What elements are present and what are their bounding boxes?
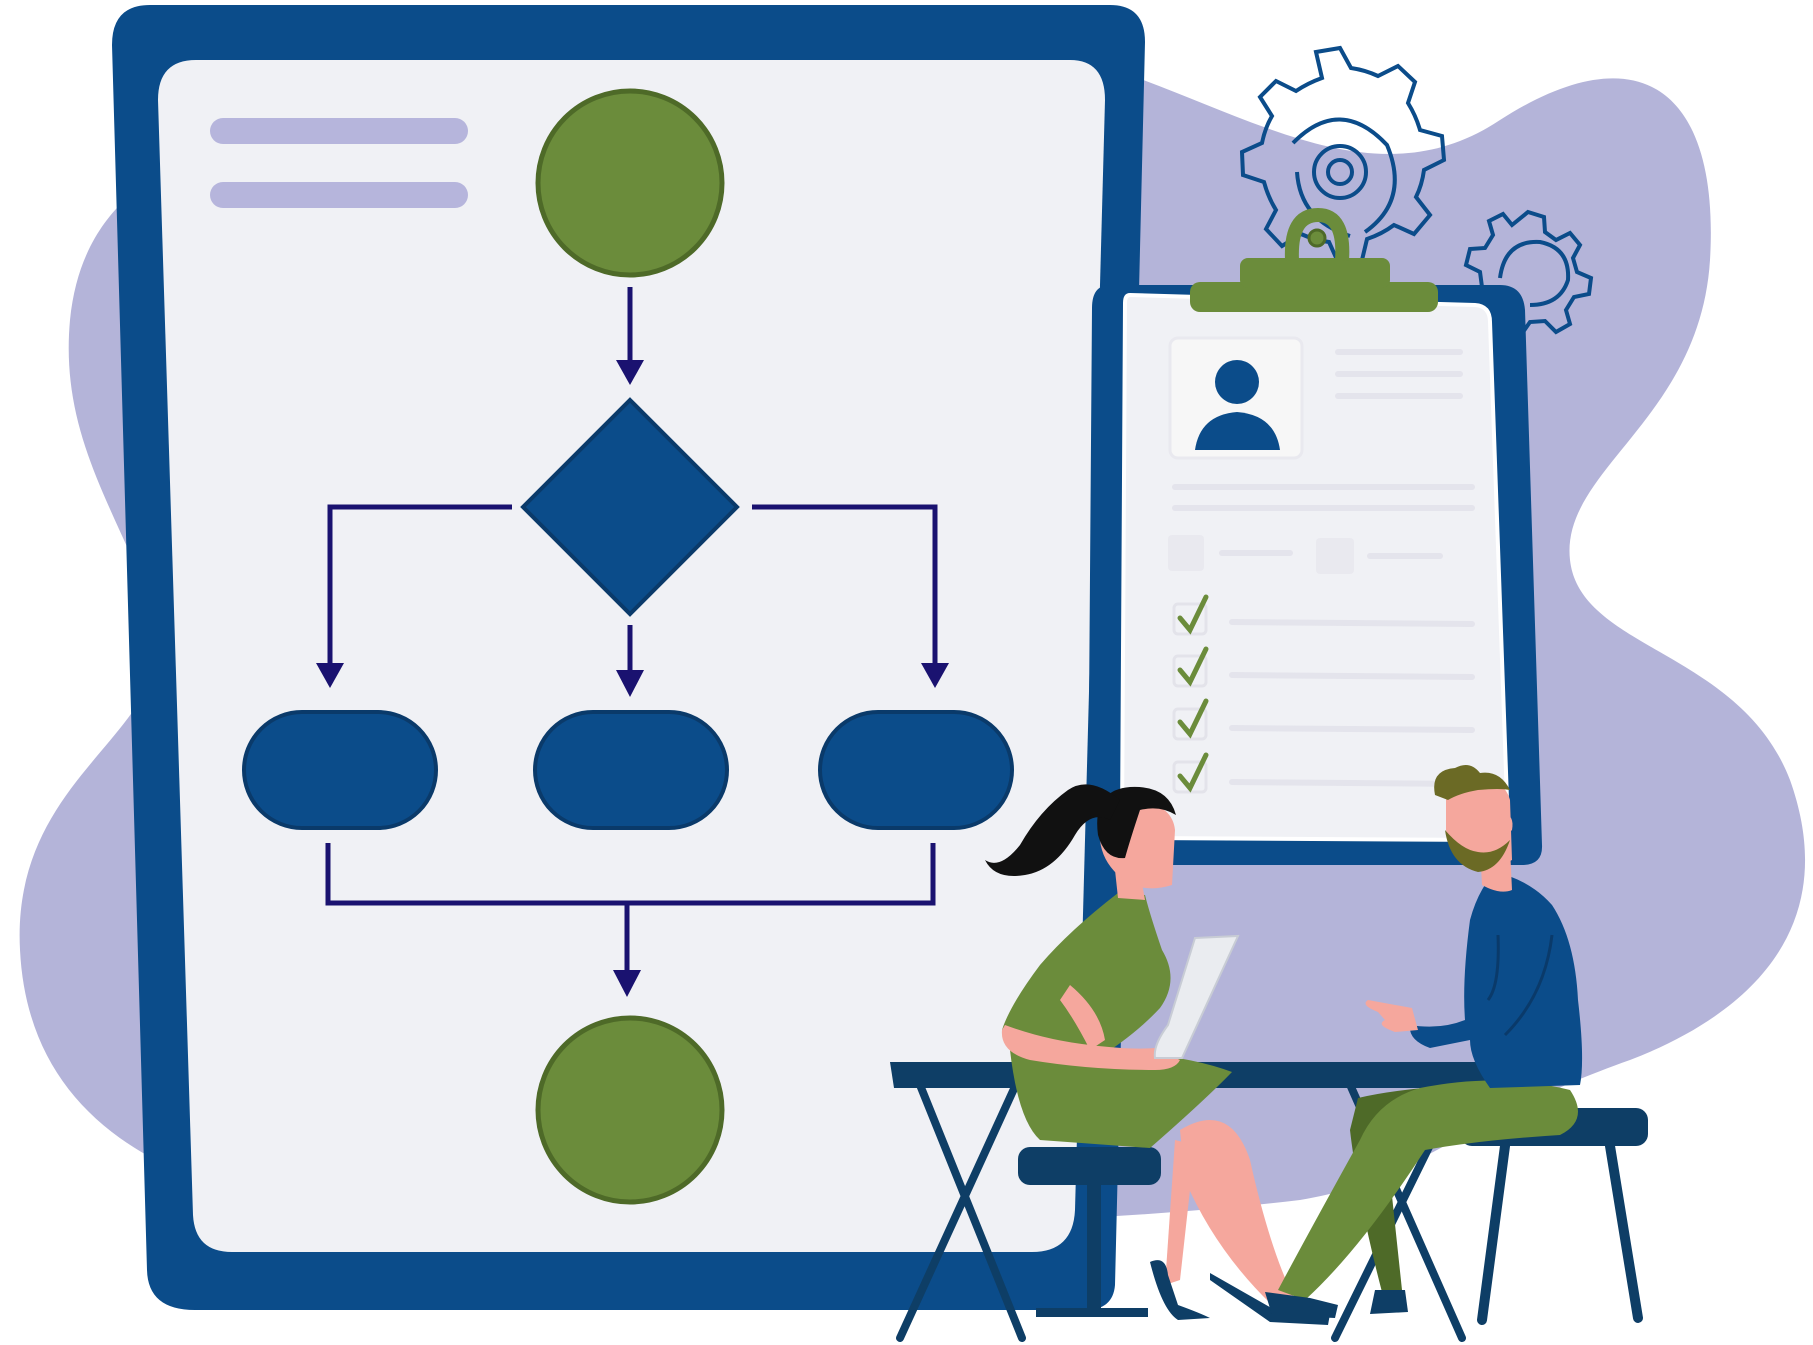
woman-leg <box>1165 1140 1195 1285</box>
man-face <box>1446 777 1512 868</box>
title-placeholder-line-1 <box>210 118 468 144</box>
user-avatar-icon <box>1215 360 1259 404</box>
man-shirt-seam <box>1503 934 1554 1037</box>
arrow-down-icon <box>616 360 644 385</box>
checkmark-icon <box>1177 698 1209 739</box>
arrow-heads <box>316 360 949 997</box>
arrow-down-icon <box>921 663 949 688</box>
clipboard-clip-top <box>1240 258 1390 288</box>
checklist <box>1172 594 1475 794</box>
connector-lines <box>325 287 938 972</box>
field-box <box>1316 538 1354 574</box>
arrow-down-icon <box>316 663 344 688</box>
tablet-device-icon <box>1153 934 1240 1059</box>
man-beard <box>1445 830 1510 872</box>
end-node-icon <box>535 1015 725 1205</box>
clipboard-clip-ring <box>1284 207 1350 261</box>
title-placeholder-line-2 <box>210 182 468 208</box>
woman-shoe <box>1150 1260 1210 1320</box>
checkmark-icon <box>1177 646 1209 687</box>
woman-figure <box>985 784 1330 1325</box>
clipboard-icon <box>1088 207 1543 865</box>
woman-ponytail <box>985 784 1120 876</box>
checkmark-icon <box>1177 594 1209 635</box>
process-node-icon <box>242 710 438 830</box>
flowchart-tablet-icon <box>112 5 1145 1310</box>
woman-lap <box>1010 1049 1232 1148</box>
man-shoe <box>1265 1292 1338 1318</box>
arrow-down-icon <box>613 970 641 997</box>
clipboard-clip-hole <box>1307 228 1327 248</box>
woman-leg <box>1180 1120 1295 1305</box>
man-ear <box>1498 814 1513 835</box>
man-figure <box>1265 764 1583 1318</box>
user-avatar-body <box>1195 412 1280 450</box>
woman-forearm <box>1060 985 1105 1050</box>
woman-torso <box>1002 893 1171 1060</box>
profile-text-lines <box>1172 349 1475 559</box>
process-node-icon <box>533 710 729 830</box>
man-hand <box>1365 1000 1418 1032</box>
clipboard-clip-base <box>1190 282 1438 312</box>
process-node-icon <box>818 710 1014 830</box>
start-node-icon <box>535 88 725 278</box>
arrow-down-icon <box>616 670 644 697</box>
decision-diamond-icon <box>520 397 740 617</box>
man-leg <box>1278 1080 1578 1300</box>
stool-icon <box>1018 1147 1161 1317</box>
man-shoe <box>1370 1290 1408 1314</box>
man-shirt-seam <box>1486 934 1500 1001</box>
checkmark-icon <box>1177 752 1209 793</box>
man-hair <box>1434 764 1510 800</box>
field-box <box>1168 535 1204 571</box>
